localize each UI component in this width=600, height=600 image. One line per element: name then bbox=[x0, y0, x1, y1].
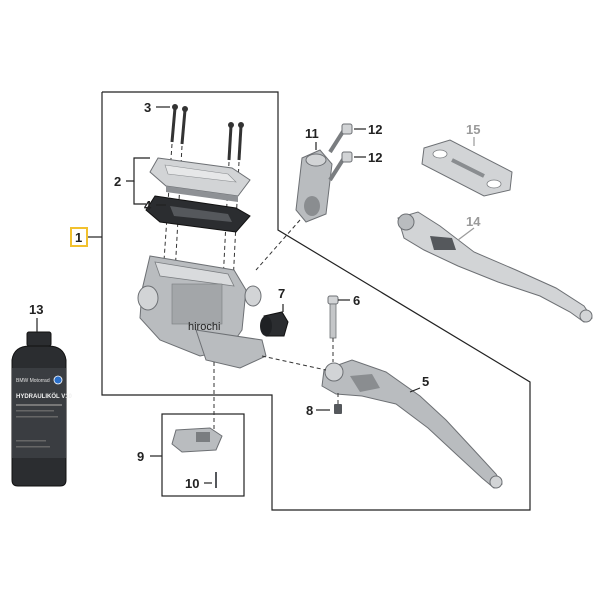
bottle-product-label: HYDRAULIKÖL V10 bbox=[16, 393, 73, 400]
bmw-roundel-icon bbox=[53, 375, 63, 385]
assembly-highlight-box bbox=[70, 227, 88, 247]
callout-6: 6 bbox=[353, 293, 360, 308]
adjuster-screw bbox=[334, 404, 342, 414]
callout-10: 10 bbox=[185, 476, 199, 491]
callout-8: 8 bbox=[306, 403, 313, 418]
bottle-brand-label: BMW Motorrad bbox=[16, 378, 50, 384]
clutch-lever bbox=[397, 211, 593, 323]
brake-lever bbox=[321, 359, 503, 489]
reservoir-gasket bbox=[145, 195, 251, 233]
callout-14: 14 bbox=[466, 214, 481, 229]
callout-1: 1 bbox=[75, 230, 82, 245]
watermark-text: hirochi bbox=[188, 321, 220, 333]
assembly-frame bbox=[101, 91, 531, 511]
leader-lines bbox=[36, 106, 475, 484]
clamp-bolts bbox=[328, 123, 353, 182]
callout-13: 13 bbox=[29, 302, 43, 317]
pivot-bolt bbox=[327, 295, 339, 339]
cover-screws bbox=[170, 104, 244, 161]
rubber-plug bbox=[260, 311, 289, 337]
hydraulic-oil-bottle: BMW Motorrad HYDRAULIKÖL V10 bbox=[11, 331, 73, 487]
callout-4: 4 bbox=[144, 198, 152, 213]
master-cylinder-body: hirochi bbox=[137, 255, 267, 369]
mounting-plate bbox=[421, 139, 513, 197]
brake-light-switch bbox=[171, 427, 223, 453]
callout-11: 11 bbox=[305, 126, 319, 141]
callout-3: 3 bbox=[144, 100, 151, 115]
callout-12-lower: 12 bbox=[368, 150, 382, 165]
lever-guide-line bbox=[261, 355, 327, 371]
reservoir-cover bbox=[149, 157, 251, 202]
callout-12-upper: 12 bbox=[368, 122, 382, 137]
sub-frame-9 bbox=[161, 413, 245, 497]
callout-5: 5 bbox=[422, 374, 429, 389]
callout-2: 2 bbox=[114, 174, 121, 189]
callout-7: 7 bbox=[278, 286, 285, 301]
clamp-bracket bbox=[295, 149, 333, 223]
callout-15: 15 bbox=[466, 122, 480, 137]
callout-9: 9 bbox=[137, 449, 144, 464]
